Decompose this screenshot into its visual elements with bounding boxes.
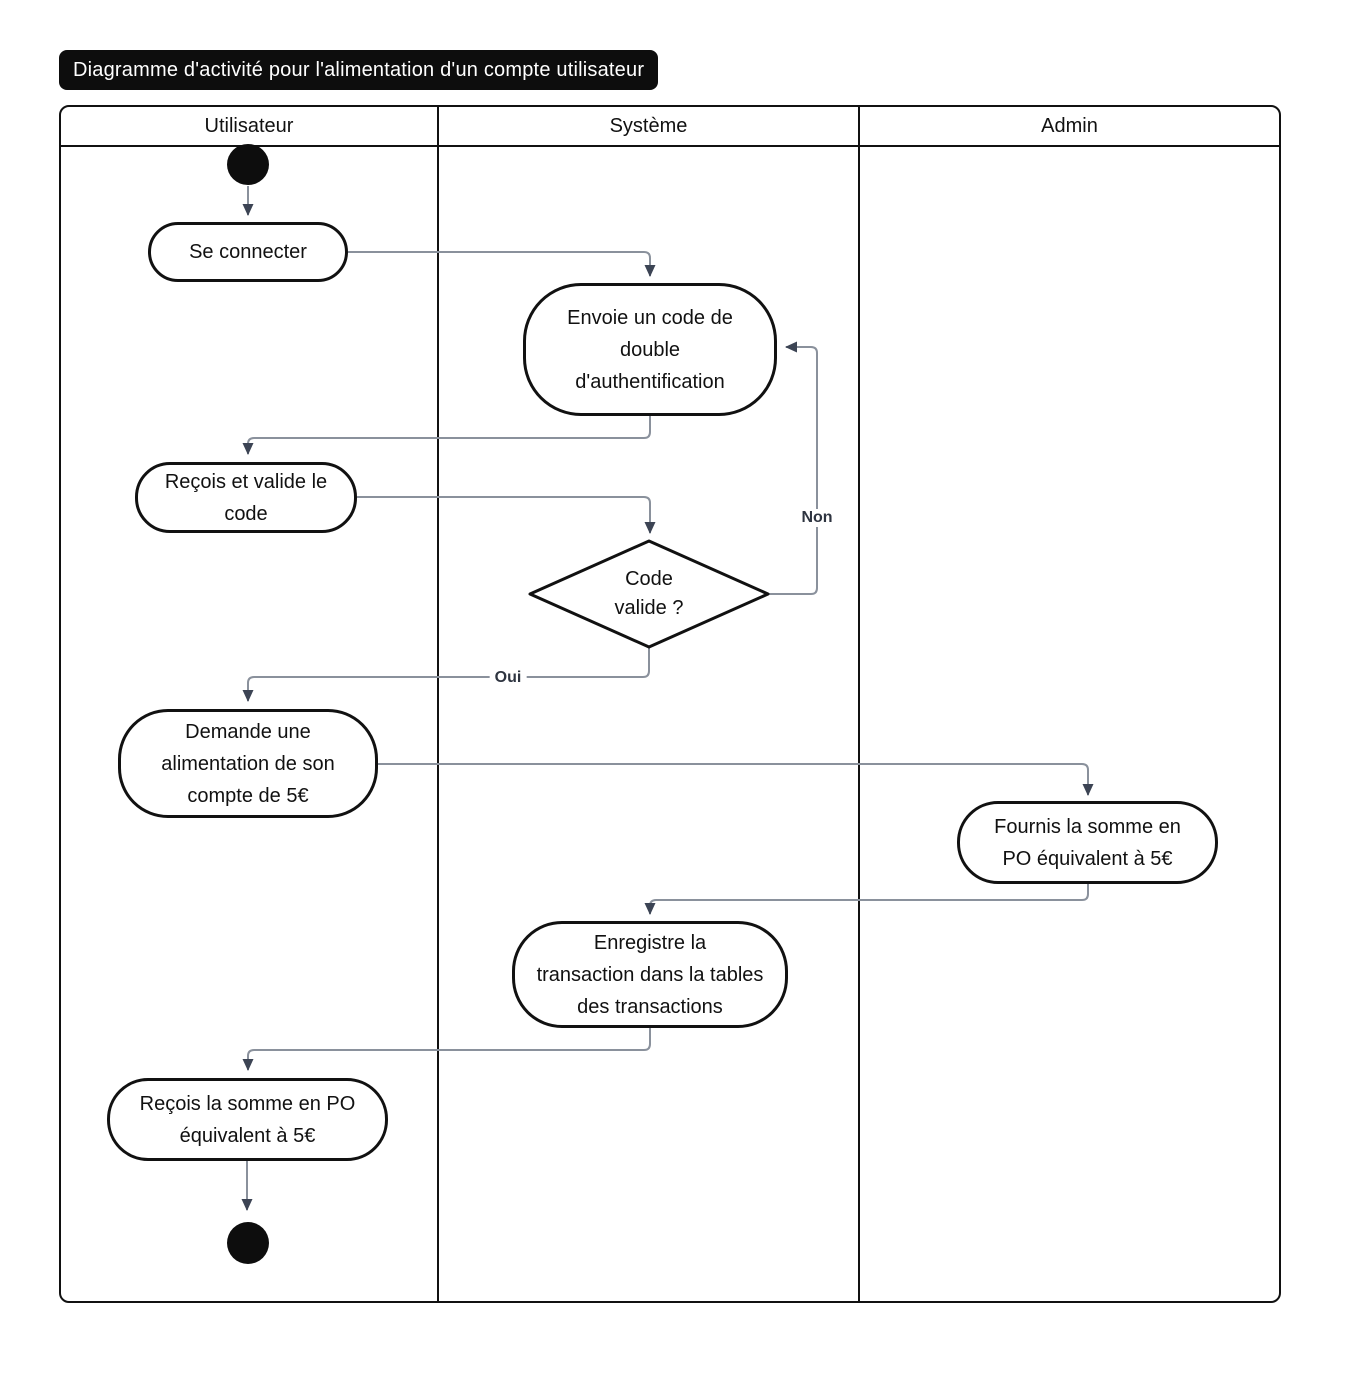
lane-admin: Admin <box>860 107 1279 1301</box>
lane-systeme: Système <box>439 107 860 1301</box>
lane-systeme-title: Système <box>609 114 688 137</box>
edge-label-oui: Oui <box>489 669 527 687</box>
activity-fournis-somme: Fournis la somme en PO équivalent à 5€ <box>957 801 1218 884</box>
activity-envoie-code: Envoie un code de double d'authentificat… <box>523 283 777 416</box>
activity-enregistre-transaction: Enregistre la transaction dans la tables… <box>512 921 788 1028</box>
lane-utilisateur: Utilisateur <box>61 107 439 1301</box>
decision-code-valide-label: Code valide ? <box>614 568 684 619</box>
swimlanes: Utilisateur Système Admin <box>61 107 1279 1301</box>
activity-se-connecter: Se connecter <box>148 222 348 282</box>
lane-admin-title: Admin <box>1041 114 1098 137</box>
start-node <box>227 144 269 185</box>
lane-header-divider <box>61 145 1279 147</box>
activity-recois-somme: Reçois la somme en PO équivalent à 5€ <box>107 1078 388 1161</box>
end-node <box>227 1222 269 1264</box>
diagram-title: Diagramme d'activité pour l'alimentation… <box>59 50 659 90</box>
activity-demande-alimentation: Demande une alimentation de son compte d… <box>118 709 378 818</box>
activity-recois-valide: Reçois et valide le code <box>135 462 357 533</box>
edge-label-non: Non <box>796 509 838 527</box>
lane-utilisateur-title: Utilisateur <box>204 114 294 137</box>
swimlane-frame: Utilisateur Système Admin <box>59 105 1281 1303</box>
